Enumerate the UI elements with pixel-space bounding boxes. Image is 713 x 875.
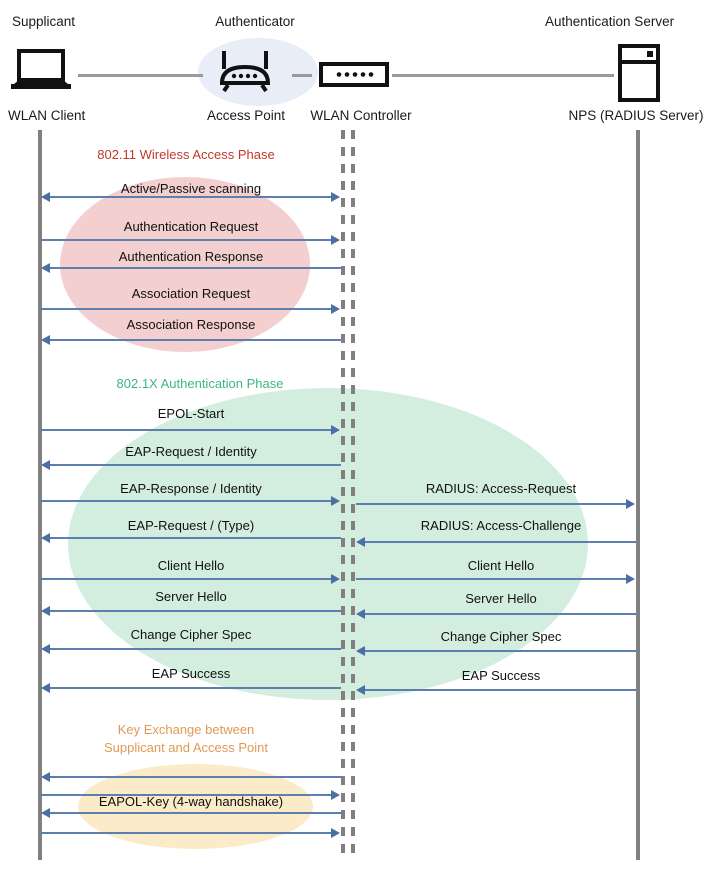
wlan-controller-icon xyxy=(319,62,389,92)
message-arrow-handshake-1 xyxy=(50,776,341,778)
message-arrow-handshake-3 xyxy=(50,812,341,814)
arrowhead-right-assoc-request xyxy=(331,304,340,314)
arrowhead-left-eap-success-left xyxy=(41,683,50,693)
arrowhead-left-eap-success-right xyxy=(356,685,365,695)
message-arrow-handshake-2 xyxy=(41,794,332,796)
actor-device-wlan-controller: WLAN Controller xyxy=(310,108,412,123)
wire-controller-to-server xyxy=(392,74,614,77)
access-point-icon xyxy=(216,45,274,100)
arrowhead-left-handshake-3 xyxy=(41,808,50,818)
arrowhead-left-server-hello-right xyxy=(356,609,365,619)
arrowhead-right-eap-response-identity xyxy=(331,496,340,506)
arrowhead-right-client-hello-right xyxy=(626,574,635,584)
arrowhead-left-scanning xyxy=(41,192,50,202)
arrowhead-left-assoc-response xyxy=(41,335,50,345)
message-label-server-hello-left: Server Hello xyxy=(155,589,227,604)
actor-device-access-point: Access Point xyxy=(206,108,286,123)
message-label-authentication-response: Authentication Response xyxy=(118,249,264,264)
message-label-eapol-key-handshake: EAPOL-Key (4-way handshake) xyxy=(98,794,284,809)
authenticator-group-highlight xyxy=(198,38,318,106)
laptop-icon xyxy=(10,48,72,99)
message-arrow-eap-request-identity xyxy=(50,464,341,466)
actor-role-authenticator: Authenticator xyxy=(215,14,295,29)
phase-label-key-exchange-line1: Key Exchange between xyxy=(117,722,255,737)
message-label-eap-success-right: EAP Success xyxy=(461,668,541,683)
message-arrow-eap-response-identity xyxy=(41,500,332,502)
message-label-authentication-request: Authentication Request xyxy=(123,219,259,234)
message-arrow-radius-access-request xyxy=(356,503,627,505)
phase-highlight-wireless-access xyxy=(60,177,310,352)
arrowhead-left-eap-request-type xyxy=(41,533,50,543)
message-arrow-authentication-request xyxy=(41,239,332,241)
message-arrow-radius-access-challenge xyxy=(365,541,636,543)
arrowhead-left-handshake-1 xyxy=(41,772,50,782)
message-arrow-change-cipher-spec-right xyxy=(365,650,636,652)
message-label-eap-request-identity: EAP-Request / Identity xyxy=(125,444,257,459)
message-arrow-client-hello-left xyxy=(41,578,332,580)
message-arrow-association-request xyxy=(41,308,332,310)
arrowhead-right-auth-request xyxy=(331,235,340,245)
actor-role-auth-server: Authentication Server xyxy=(545,14,675,29)
message-label-radius-access-request: RADIUS: Access-Request xyxy=(425,481,577,496)
actor-device-nps-radius: NPS (RADIUS Server) xyxy=(568,108,704,123)
phase-label-wireless-access: 802.11 Wireless Access Phase xyxy=(97,147,275,162)
lifeline-auth-server xyxy=(636,130,640,860)
arrowhead-right-client-hello-left xyxy=(331,574,340,584)
lifeline-supplicant xyxy=(38,130,42,860)
message-arrow-handshake-4 xyxy=(41,832,332,834)
arrowhead-right-scanning xyxy=(331,192,340,202)
wire-client-to-ap xyxy=(78,74,203,77)
arrowhead-left-eap-request-identity xyxy=(41,460,50,470)
message-arrow-authentication-response xyxy=(50,267,341,269)
message-label-radius-access-challenge: RADIUS: Access-Challenge xyxy=(420,518,582,533)
message-label-client-hello-right: Client Hello xyxy=(467,558,535,573)
message-label-eap-response-identity: EAP-Response / Identity xyxy=(120,481,262,496)
server-icon xyxy=(618,44,660,107)
phase-highlight-key-exchange xyxy=(78,764,313,849)
message-label-change-cipher-spec-left: Change Cipher Spec xyxy=(130,627,252,642)
arrowhead-left-auth-response xyxy=(41,263,50,273)
arrowhead-left-server-hello-left xyxy=(41,606,50,616)
lifeline-authenticator-right xyxy=(351,130,355,860)
message-arrow-eap-success-right xyxy=(365,689,636,691)
arrowhead-right-radius-access-request xyxy=(626,499,635,509)
arrowhead-right-handshake-4 xyxy=(331,828,340,838)
message-arrow-change-cipher-spec-left xyxy=(50,648,341,650)
message-label-association-response: Association Response xyxy=(126,317,256,332)
message-arrow-eapol-start xyxy=(41,429,332,431)
arrowhead-left-change-cipher-spec-right xyxy=(356,646,365,656)
message-arrow-active-passive-scanning xyxy=(50,196,332,198)
phase-label-key-exchange: Key Exchange between Supplicant and Acce… xyxy=(86,721,286,757)
message-label-server-hello-right: Server Hello xyxy=(465,591,537,606)
message-arrow-eap-request-type xyxy=(50,537,341,539)
phase-highlight-8021x-auth xyxy=(68,388,588,700)
message-label-eapol-start: EPOL-Start xyxy=(157,406,225,421)
arrowhead-left-radius-access-challenge xyxy=(356,537,365,547)
arrowhead-right-handshake-2 xyxy=(331,790,340,800)
phase-label-key-exchange-line2: Supplicant and Access Point xyxy=(103,740,269,755)
message-arrow-association-response xyxy=(50,339,341,341)
message-label-association-request: Association Request xyxy=(131,286,251,301)
message-arrow-eap-success-left xyxy=(50,687,341,689)
arrowhead-right-eapol-start xyxy=(331,425,340,435)
lifeline-authenticator-left xyxy=(341,130,345,860)
phase-label-8021x-auth: 802.1X Authentication Phase xyxy=(116,376,284,391)
message-arrow-server-hello-right xyxy=(365,613,636,615)
message-label-active-passive-scanning: Active/Passive scanning xyxy=(120,181,262,196)
message-arrow-server-hello-left xyxy=(50,610,341,612)
actor-role-supplicant: Supplicant xyxy=(12,14,76,29)
arrowhead-left-change-cipher-spec-left xyxy=(41,644,50,654)
message-label-eap-success-left: EAP Success xyxy=(151,666,231,681)
wire-ap-to-controller xyxy=(292,74,312,77)
actor-device-wlan-client: WLAN Client xyxy=(8,108,86,123)
message-label-change-cipher-spec-right: Change Cipher Spec xyxy=(440,629,562,644)
message-label-eap-request-type: EAP-Request / (Type) xyxy=(127,518,255,533)
message-arrow-client-hello-right xyxy=(356,578,627,580)
message-label-client-hello-left: Client Hello xyxy=(157,558,225,573)
